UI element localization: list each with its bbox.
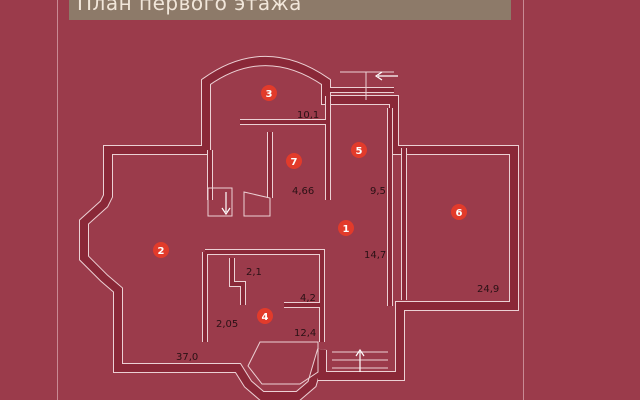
arrow-left-icon <box>374 71 398 81</box>
area-label: 2,05 <box>216 319 238 330</box>
room-number: 2 <box>158 246 165 257</box>
room-3: 3 10,1 <box>261 85 319 121</box>
area-label: 2,1 <box>246 267 262 278</box>
page-frame <box>57 0 524 400</box>
area-label: 4,2 <box>300 293 316 304</box>
room-2: 2 37,0 <box>153 242 198 363</box>
room-number: 3 <box>266 89 273 100</box>
outer-walls <box>79 56 519 400</box>
room-6: 6 24,9 <box>451 204 499 295</box>
arrow-down-icon <box>221 192 231 216</box>
room-area: 9,5 <box>370 186 386 197</box>
room-number: 6 <box>456 208 463 219</box>
interior-walls <box>202 71 407 385</box>
room-number: 5 <box>356 146 363 157</box>
room-number: 1 <box>343 224 350 235</box>
room-1: 1 14,7 <box>338 220 386 261</box>
room-number: 4 <box>262 312 269 323</box>
arrow-up-icon <box>355 348 365 372</box>
room-number: 7 <box>291 157 298 168</box>
room-area: 4,66 <box>292 186 314 197</box>
room-area: 24,9 <box>477 284 499 295</box>
room-5: 5 9,5 <box>351 142 386 197</box>
room-area: 37,0 <box>176 352 198 363</box>
title-bar: План первого этажа <box>69 0 511 20</box>
room-area: 14,7 <box>364 250 386 261</box>
plan-title: План первого этажа <box>77 0 302 15</box>
room-area: 12,4 <box>294 328 316 339</box>
room-area: 10,1 <box>297 110 319 121</box>
room-4: 4 12,4 <box>257 308 316 339</box>
room-7: 7 4,66 <box>286 153 314 197</box>
stair-arrows <box>221 71 398 372</box>
